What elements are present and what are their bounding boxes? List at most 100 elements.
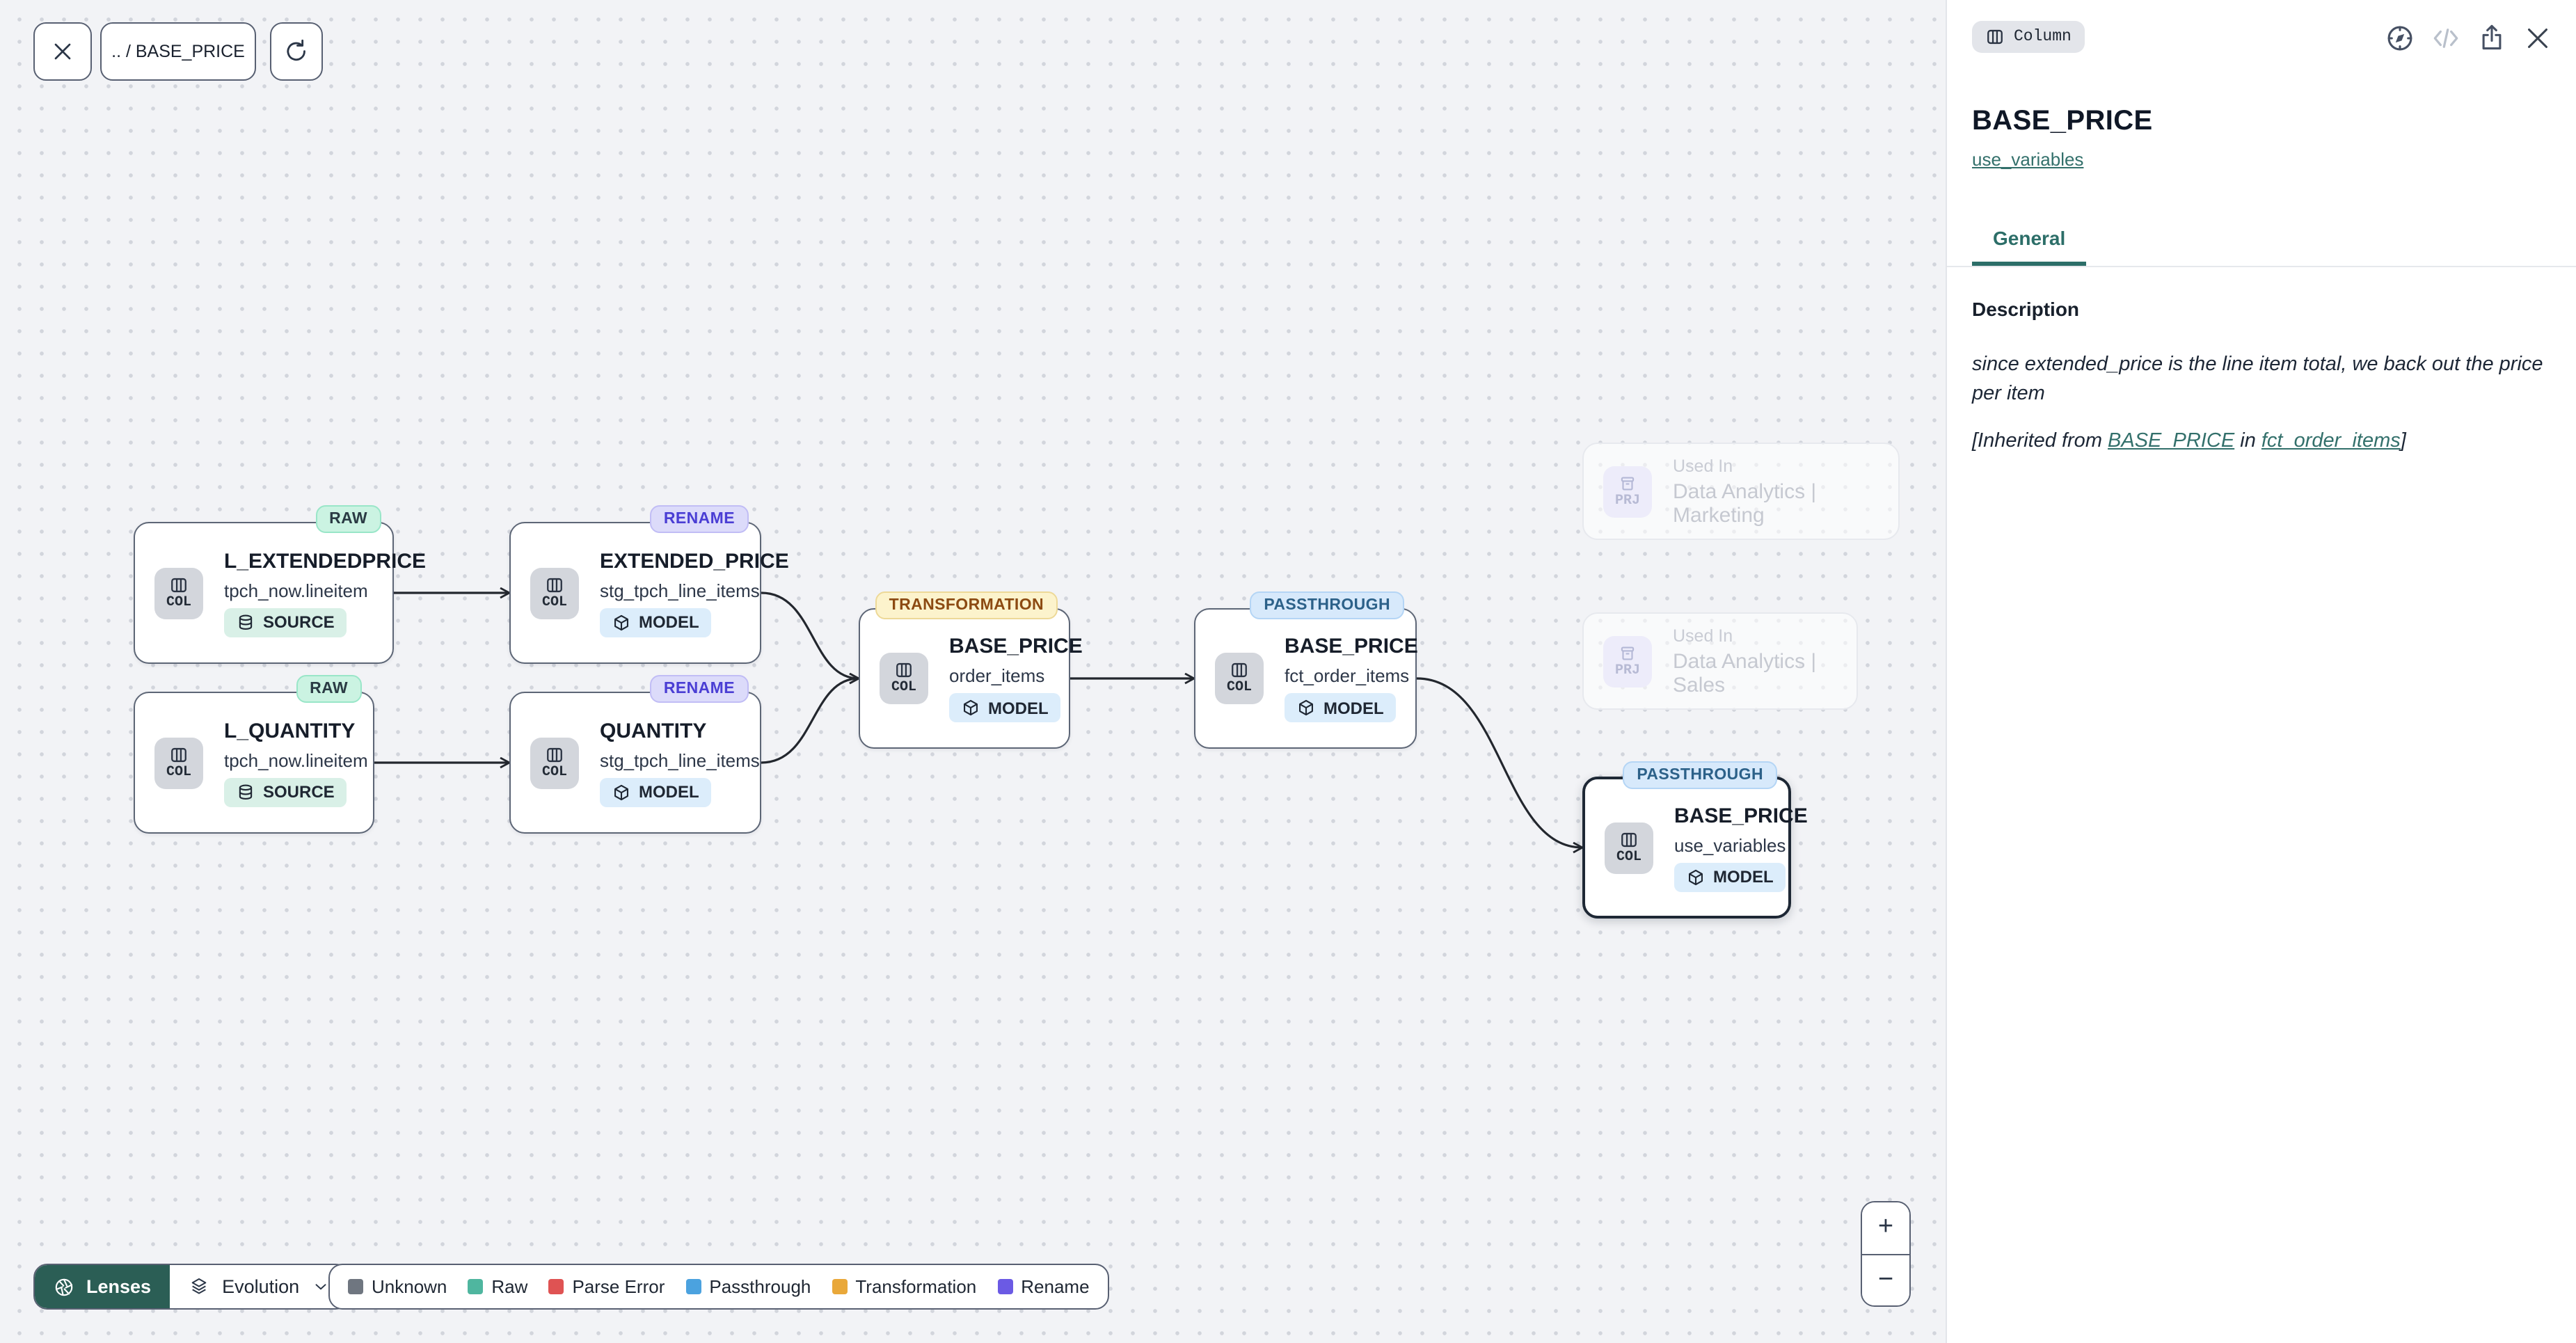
refresh-button[interactable] bbox=[270, 22, 323, 81]
model-chip: MODEL bbox=[1674, 862, 1786, 891]
used-in-name: Data Analytics | Marketing bbox=[1673, 479, 1817, 527]
node-title: L_EXTENDEDPRICE bbox=[224, 549, 427, 573]
node-subtitle: tpch_now.lineitem bbox=[224, 749, 368, 770]
lenses-button[interactable]: Lenses bbox=[35, 1265, 170, 1308]
inherited-middle: in bbox=[2234, 430, 2261, 452]
lineage-edge bbox=[1416, 677, 1582, 848]
model-link[interactable]: use_variables bbox=[1972, 149, 2084, 170]
model-chip: MODEL bbox=[600, 607, 712, 637]
zoom-in-button[interactable]: + bbox=[1862, 1202, 1909, 1253]
legend-label: Transformation bbox=[855, 1276, 977, 1297]
legend-item-rename: Rename bbox=[997, 1276, 1090, 1297]
database-icon bbox=[237, 783, 255, 801]
zoom-controls: + − bbox=[1861, 1201, 1911, 1307]
node-subtitle: tpch_now.lineitem bbox=[224, 580, 368, 601]
node-title: EXTENDED_PRICE bbox=[600, 549, 789, 573]
legend-swatch bbox=[468, 1279, 484, 1294]
aperture-icon bbox=[55, 1278, 73, 1296]
column-type-icon: COL bbox=[530, 737, 579, 788]
legend-item-transformation: Transformation bbox=[832, 1276, 976, 1297]
node-subtitle: stg_tpch_line_items bbox=[600, 749, 760, 770]
column-type-icon: COL bbox=[154, 737, 203, 788]
used-in-name: Data Analytics | Sales bbox=[1673, 649, 1817, 697]
database-icon bbox=[237, 613, 255, 631]
breadcrumb-label: .. / BASE_PRICE bbox=[111, 42, 245, 61]
legend-swatch bbox=[548, 1279, 564, 1294]
used-in-node-marketing[interactable]: PRJ Used In Data Analytics | Marketing bbox=[1582, 443, 1900, 540]
source-chip: SOURCE bbox=[224, 607, 347, 637]
legend-label: Rename bbox=[1021, 1276, 1090, 1297]
node-badge-rename: RENAME bbox=[649, 505, 749, 533]
inherited-suffix: ] bbox=[2400, 430, 2406, 452]
share-icon[interactable] bbox=[2476, 22, 2508, 54]
breadcrumb[interactable]: .. / BASE_PRICE bbox=[100, 22, 256, 81]
column-type-icon: COL bbox=[880, 653, 928, 704]
used-in-node-sales[interactable]: PRJ Used In Data Analytics | Sales bbox=[1582, 612, 1858, 710]
close-lineage-button[interactable] bbox=[33, 22, 92, 81]
model-chip: MODEL bbox=[949, 693, 1061, 722]
panel-actions bbox=[2384, 22, 2554, 54]
lens-selected-label: Evolution bbox=[222, 1276, 300, 1297]
tab-general[interactable]: General bbox=[1972, 227, 2087, 266]
project-type-icon: PRJ bbox=[1603, 635, 1652, 687]
legend-label: Parse Error bbox=[572, 1276, 665, 1297]
cube-icon bbox=[1687, 868, 1705, 886]
cube-icon bbox=[962, 699, 980, 717]
close-icon bbox=[54, 43, 71, 60]
node-title: BASE_PRICE bbox=[1674, 804, 1808, 827]
column-type-icon: COL bbox=[154, 567, 203, 619]
close-panel-icon[interactable] bbox=[2522, 22, 2554, 54]
used-in-label: Used In bbox=[1673, 626, 1733, 645]
node-title: BASE_PRICE bbox=[949, 635, 1083, 658]
panel-tabs: General bbox=[1947, 224, 2576, 267]
source-chip: SOURCE bbox=[224, 777, 347, 806]
project-type-icon: PRJ bbox=[1603, 466, 1652, 517]
code-icon[interactable] bbox=[2430, 22, 2462, 54]
compass-icon[interactable] bbox=[2384, 22, 2416, 54]
column-type-icon: COL bbox=[1605, 822, 1653, 873]
legend-label: Passthrough bbox=[709, 1276, 811, 1297]
node-title: L_QUANTITY bbox=[224, 719, 356, 742]
model-chip: MODEL bbox=[600, 777, 712, 806]
node-badge-rename: RENAME bbox=[649, 675, 749, 703]
zoom-out-button[interactable]: − bbox=[1862, 1253, 1909, 1305]
description-heading: Description bbox=[1972, 298, 2080, 320]
legend-item-parse-error: Parse Error bbox=[548, 1276, 665, 1297]
lens-selector[interactable]: Evolution bbox=[169, 1265, 349, 1308]
inherited-model-link[interactable]: fct_order_items bbox=[2261, 430, 2401, 452]
chevron-down-icon bbox=[315, 1284, 326, 1290]
used-in-content: Used In Data Analytics | Sales bbox=[1673, 626, 1837, 697]
legend-item-passthrough: Passthrough bbox=[685, 1276, 811, 1297]
node-badge-passthrough: PASSTHROUGH bbox=[1250, 591, 1404, 619]
entity-type-label: Column bbox=[2014, 28, 2072, 46]
used-in-label: Used In bbox=[1673, 456, 1733, 475]
node-badge-raw: RAW bbox=[296, 675, 362, 703]
legend-item-unknown: Unknown bbox=[348, 1276, 447, 1297]
node-badge-passthrough: PASSTHROUGH bbox=[1623, 761, 1777, 789]
node-title: QUANTITY bbox=[600, 719, 707, 742]
legend-swatch bbox=[685, 1279, 701, 1294]
entity-type-badge: Column bbox=[1972, 21, 2085, 53]
description-section: Description since extended_price is the … bbox=[1972, 298, 2551, 452]
node-title: BASE_PRICE bbox=[1285, 635, 1418, 658]
node-subtitle: order_items bbox=[949, 665, 1045, 686]
layers-icon bbox=[191, 1278, 206, 1294]
inherited-column-link[interactable]: BASE_PRICE bbox=[2108, 430, 2235, 452]
detail-panel: Column BASE_PRICE use_variables General … bbox=[1946, 0, 2576, 1343]
cube-icon bbox=[1297, 699, 1315, 717]
legend-item-raw: Raw bbox=[468, 1276, 527, 1297]
